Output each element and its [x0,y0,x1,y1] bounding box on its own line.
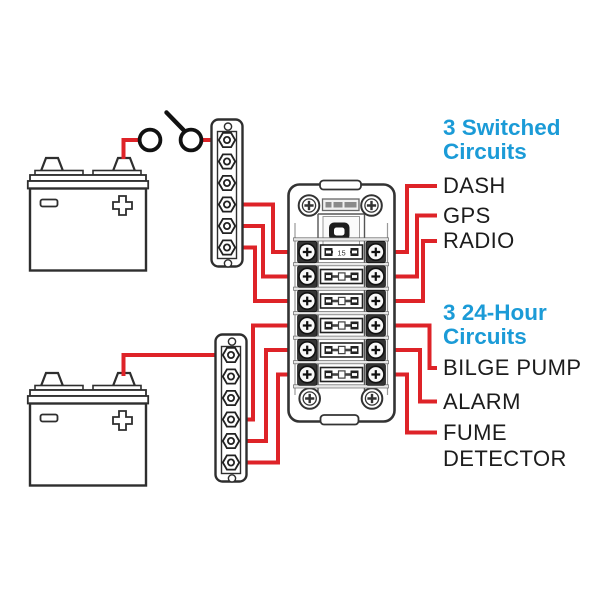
fuse-row-4-bilge-pump [298,315,386,337]
fuse1-face [333,246,350,258]
battery-1 [26,156,150,272]
brand-logo [321,198,360,212]
busbar-1-switched [212,120,243,268]
switch-contact-left [137,127,163,153]
top-tab [319,179,362,191]
wire-busbar2-to-fuse5 [231,348,306,443]
switch-contact-right [178,127,204,153]
label-bilge-pump: BILGE PUMP [443,355,582,380]
fuse-row-3-radio [298,290,386,312]
wire-fuse2-to-gps-label [376,213,437,279]
fuse-row-2-gps [298,266,386,288]
fuse1-marking: 15 [337,249,345,258]
fuse-row-6-fume-detector [298,364,386,386]
label-fume-detector: FUME DETECTOR [443,419,567,471]
fuse-block: 15 [287,179,396,426]
cover-screw-top-right [360,193,383,218]
row-separators [293,237,389,389]
label-alarm: ALARM [443,388,521,414]
label-gps: GPS [443,202,491,228]
label-radio: RADIO [443,228,515,253]
wire-fuse3-to-radio-label [376,239,437,303]
battery-switch [137,110,204,153]
cover-screw-bottom-left [298,387,322,410]
bottom-tab [319,414,360,426]
cover-screw-top-left [297,193,321,218]
switched-circuits-header: 3 Switched Circuits [443,115,561,164]
wire-fuse5-to-alarm-label [376,348,437,404]
wire-busbar1-to-fuse2 [227,224,306,279]
switch-lever [164,110,187,133]
cover-screw-bottom-right [360,387,384,410]
label-dash: DASH [443,173,506,198]
wire-battery2-to-busbar2 [121,353,231,376]
wire-fuse4-to-bilge-label [376,323,437,370]
wires [121,138,437,465]
busbar-2-24hour [216,335,247,483]
fuse-row-5-alarm [298,339,386,361]
24hour-circuits-header: 3 24-Hour Circuits [443,300,547,349]
wire-battery1-to-switch [121,138,140,159]
battery-2 [26,371,150,487]
